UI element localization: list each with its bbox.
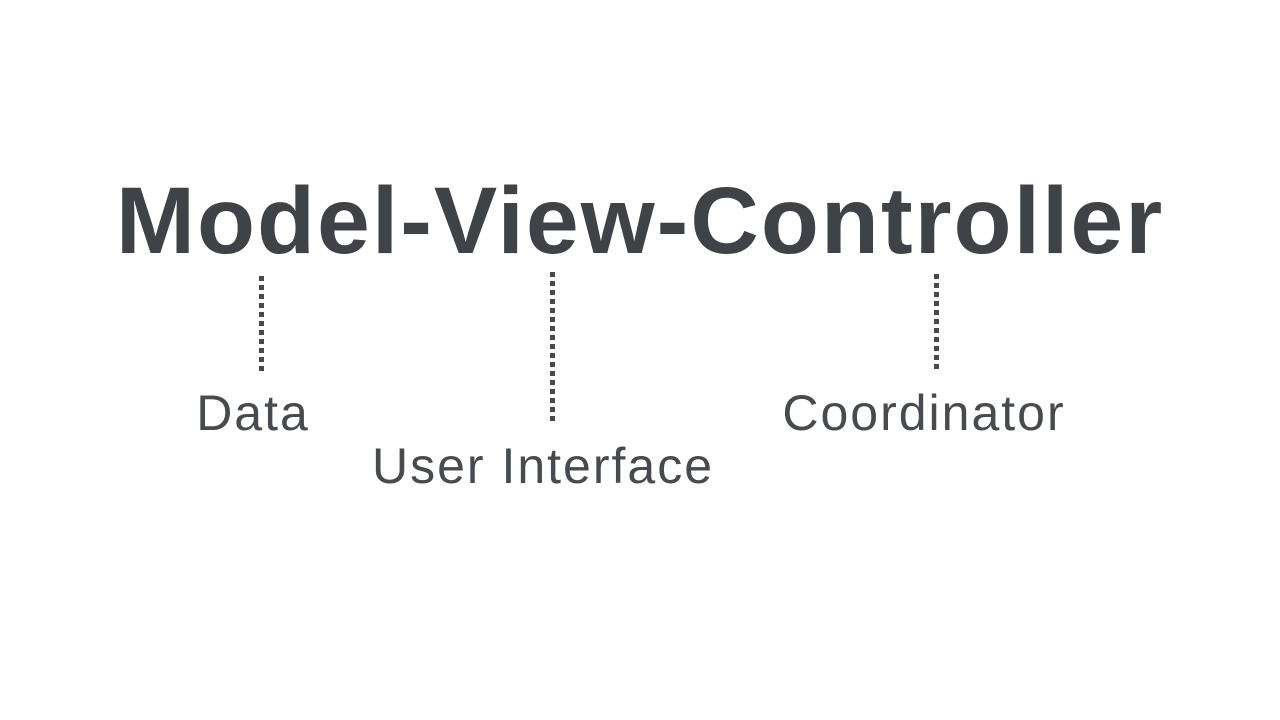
label-model-data: Data [196, 385, 310, 441]
dotted-connector-model [259, 276, 264, 371]
label-view-user-interface: User Interface [371, 438, 715, 494]
diagram-title: Model-View-Controller [115, 168, 1165, 274]
dotted-connector-controller [934, 274, 939, 369]
dotted-connector-view [550, 272, 555, 421]
label-controller-coordinator: Coordinator [782, 385, 1066, 441]
